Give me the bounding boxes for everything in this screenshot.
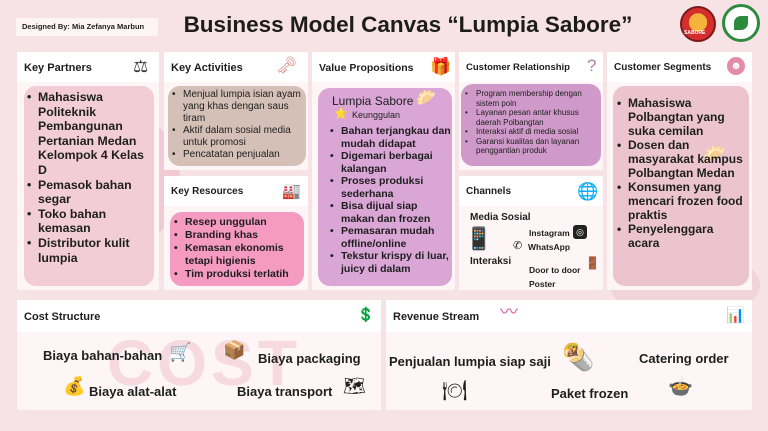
page-title: Business Model Canvas “Lumpia Sabore” <box>183 12 633 37</box>
customer-relationship-card: Customer Relationship ? Program membersh… <box>459 52 603 170</box>
key-partners-list: Mahasiswa Politeknik Pembangunan Pertani… <box>27 90 152 265</box>
channel-interaksi: Interaksi <box>470 256 512 267</box>
list-item: Kemasan ekonomis tetapi higienis <box>174 242 302 268</box>
list-item: Branding khas <box>174 229 302 242</box>
list-item: Digemari berbagai kalangan <box>330 150 452 175</box>
bar-chart-icon: 📊 <box>726 307 745 324</box>
list-item: Toko bahan kemasan <box>27 207 152 236</box>
factory-icon: 🏭 <box>282 183 301 200</box>
door-icon: 🚪 <box>585 256 600 270</box>
lumpia-plate-icon: 🌯 <box>562 342 595 372</box>
cost-bahan: Biaya bahan-bahan <box>43 348 163 363</box>
list-item: Mahasiswa Politeknik Pembangunan Pertani… <box>27 90 152 178</box>
list-item: Penyelenggara acara <box>617 222 747 250</box>
money-person-icon: 💲 <box>357 306 375 322</box>
channel-poster: Poster <box>529 279 556 289</box>
designer-credit: Designed By: Mia Zefanya Marbun <box>16 18 158 36</box>
list-item: Tim produksi terlatih <box>174 268 302 281</box>
list-item: Layanan pesan antar khusus daerah Polban… <box>465 108 599 127</box>
list-item: Tekstur krispy di luar, juicy di dalam <box>330 250 452 275</box>
cost-packaging: Biaya packaging <box>258 351 361 366</box>
advantage-subheading: Keunggulan <box>352 110 401 120</box>
key-resources-list: Resep unggulan Branding khas Kemasan eko… <box>174 216 302 281</box>
channel-instagram: Instagram <box>529 228 570 238</box>
cost-alat: Biaya alat-alat <box>89 384 177 399</box>
product-name: Lumpia Sabore <box>332 94 414 108</box>
channel-media-sosial: Media Sosial <box>470 212 531 223</box>
customer-relationship-heading: Customer Relationship <box>459 52 603 82</box>
shopping-cart-icon: 🛒 <box>169 342 192 362</box>
list-item: Menjual lumpia isian ayam yang khas deng… <box>172 89 304 125</box>
scale-icon: ⚖ <box>133 57 149 76</box>
list-item: Garansi kualitas dan layanan penggantian… <box>465 137 599 156</box>
list-item: Aktif dalam sosial media untuk promosi <box>172 125 304 149</box>
revenue-penjualan: Penjualan lumpia siap saji <box>389 354 551 369</box>
cost-structure-heading: Cost Structure <box>17 300 381 332</box>
revenue-frozen: Paket frozen <box>551 386 629 401</box>
star-icon: ⭐ <box>334 108 348 120</box>
list-item: Pemasaran mudah offline/online <box>330 225 452 250</box>
logo-text: SABORE <box>684 30 706 36</box>
key-resources-card: Key Resources 🏭 Resep unggulan Branding … <box>164 176 308 290</box>
cost-transport: Biaya transport <box>237 384 333 399</box>
key-activities-heading: Key Activities <box>164 52 308 82</box>
channels-card: Channels 🌐 Media Sosial 📱 Instagram ◎ ✆ … <box>459 176 603 290</box>
value-propositions-heading: Value Propositions <box>312 52 455 82</box>
cost-structure-card: Cost Structure 💲 COST Biaya bahan-bahan … <box>17 300 381 410</box>
instagram-icon: ◎ <box>573 225 587 239</box>
key-partners-card: Key Partners ⚖ Mahasiswa Politeknik Pemb… <box>17 52 159 290</box>
revenue-stream-heading: Revenue Stream <box>386 300 752 332</box>
key-icon: 🗝 <box>276 56 298 75</box>
revenue-catering: Catering order <box>639 351 729 366</box>
whatsapp-icon: ✆ <box>513 240 523 252</box>
value-propositions-card: Value Propositions 🎁 Lumpia Sabore 🥟 Keu… <box>312 52 455 290</box>
list-item: Bahan terjangkau dan mudah didapat <box>330 125 452 150</box>
list-item: Program membership dengan sistem poin <box>465 89 599 108</box>
channel-door-to-door: Door to door <box>529 265 581 275</box>
map-icon: 🗺 <box>343 376 366 396</box>
list-item: Konsumen yang mencari frozen food prakti… <box>617 180 747 222</box>
list-item: Bisa dijual siap makan dan frozen <box>330 200 452 225</box>
channels-heading: Channels <box>459 176 603 206</box>
customer-segments-card: Customer Segments ☻ 🥟 Mahasiswa Polbangt… <box>607 52 752 290</box>
list-item: Proses produksi sederhana <box>330 175 452 200</box>
list-item: Pencatatan penjualan <box>172 149 304 161</box>
list-item: Dosen dan masyarakat kampus Polbangtan M… <box>617 138 747 180</box>
customer-segments-list: Mahasiswa Polbangtan yang suka cemilan D… <box>617 96 747 250</box>
customer-relationship-list: Program membership dengan sistem poin La… <box>465 89 599 156</box>
key-resources-heading: Key Resources <box>164 176 308 206</box>
boxes-icon: 📦 <box>223 340 246 360</box>
cost-watermark: COST <box>107 327 301 399</box>
lumpia-sabore-logo: SABORE <box>680 6 716 42</box>
social-media-illustration: 📱 <box>465 226 493 251</box>
key-partners-heading: Key Partners <box>17 52 159 82</box>
catering-tray-icon: 🍲 <box>668 376 693 398</box>
list-item: Mahasiswa Polbangtan yang suka cemilan <box>617 96 747 138</box>
money-bag-icon: 💰 <box>63 376 86 396</box>
list-item: Interaksi aktif di media sosial <box>465 127 599 137</box>
diners-icon: 🍽 <box>442 380 468 402</box>
list-item: Resep unggulan <box>174 216 302 229</box>
polbangtan-logo <box>722 4 760 42</box>
key-activities-list: Menjual lumpia isian ayam yang khas deng… <box>172 89 304 161</box>
lumpia-icon: 🥟 <box>416 90 436 107</box>
list-item: Distributor kulit lumpia <box>27 236 152 265</box>
wave-decoration-icon: 〰 <box>500 302 518 322</box>
list-item: Pemasok bahan segar <box>27 178 152 207</box>
revenue-stream-card: Revenue Stream 〰 📊 Penjualan lumpia siap… <box>386 300 752 410</box>
question-mark-icon: ? <box>587 56 597 75</box>
value-propositions-list: Bahan terjangkau dan mudah didapat Digem… <box>330 125 452 275</box>
globe-icon: 🌐 <box>577 182 599 201</box>
key-activities-card: Key Activities 🗝 Menjual lumpia isian ay… <box>164 52 308 170</box>
channel-whatsapp: WhatsApp <box>528 242 571 252</box>
user-target-icon: ☻ <box>727 57 745 75</box>
gift-box-icon: 🎁 <box>430 57 452 76</box>
